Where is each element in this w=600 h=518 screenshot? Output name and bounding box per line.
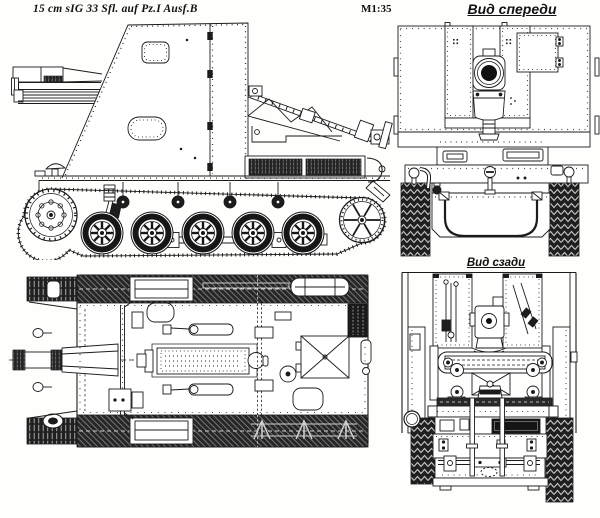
- drive-sprocket: [24, 188, 78, 242]
- shield-hinges: [207, 32, 213, 171]
- tow-hook: [365, 157, 391, 203]
- horn: [432, 185, 442, 195]
- gun-bore: [481, 65, 497, 81]
- elevation-gear-right: [512, 282, 539, 335]
- road-wheel: [182, 212, 224, 254]
- radiator: [347, 303, 368, 338]
- road-wheel: [131, 212, 173, 254]
- engine-grille: [248, 158, 303, 176]
- lower-hull: [431, 191, 551, 238]
- gun-sight: [484, 166, 496, 195]
- muffler: [290, 277, 350, 297]
- headlight-right: [563, 166, 575, 178]
- spare-roadwheel: [403, 410, 421, 428]
- notek-light: [550, 165, 564, 176]
- gun-shield: [61, 22, 249, 179]
- headlight-cover: [42, 413, 64, 429]
- headlight: [44, 163, 67, 177]
- track-right: [545, 417, 574, 503]
- seat: [146, 302, 175, 323]
- gun-mount-plan: [136, 343, 269, 378]
- tool-stowage: [202, 282, 290, 289]
- tow-hitch: [480, 467, 498, 477]
- gun-muzzle: [472, 48, 506, 141]
- jack-block: [46, 280, 61, 299]
- trail-frame: [247, 85, 393, 150]
- road-wheel: [232, 212, 274, 254]
- headlight: [32, 382, 44, 392]
- return-roller: [116, 195, 130, 209]
- platform-light: [427, 405, 559, 418]
- muffler: [491, 418, 541, 434]
- engine-vent-grid: [251, 419, 357, 440]
- engine-compartment: [274, 303, 372, 411]
- fittings: [408, 165, 575, 195]
- crew-equipment: [108, 302, 175, 412]
- inner-panels: [432, 273, 543, 349]
- running-gear: [16, 182, 387, 260]
- gun-barrel: [11, 66, 105, 104]
- recoil-cylinders: [162, 323, 234, 396]
- engine-grille: [305, 158, 362, 176]
- return-roller: [171, 195, 185, 209]
- jack-bars: [466, 397, 508, 477]
- headlight: [32, 328, 44, 338]
- rear-hull: [432, 433, 549, 491]
- gun-breech: [469, 296, 510, 355]
- top-view-drawing: [9, 274, 372, 448]
- road-wheel: [282, 212, 324, 254]
- shield-hatch-lower: [127, 116, 167, 141]
- tow-rope: [443, 200, 539, 238]
- road-wheel: [81, 212, 123, 254]
- shield-hatch-upper: [141, 41, 170, 64]
- rear-view-drawing: [401, 272, 578, 503]
- track-left: [400, 182, 431, 257]
- seat: [292, 387, 324, 411]
- bulkhead-lines: [254, 275, 274, 447]
- front-fenders: [28, 301, 86, 419]
- gun-pedestal: [482, 119, 496, 135]
- return-roller: [271, 195, 285, 209]
- gun-barrel-plan: [9, 343, 153, 377]
- return-roller: [223, 195, 237, 209]
- front-view-label: Вид спереди: [467, 1, 557, 17]
- elevation-gear-left: [441, 279, 459, 342]
- track-right: [548, 182, 580, 257]
- stowage-bins: [129, 276, 194, 445]
- shield-hatch: [516, 32, 564, 73]
- rear-view-label: Вид сзади: [466, 257, 526, 269]
- inner-panel-left: [444, 25, 474, 119]
- front-view-drawing: [393, 22, 600, 257]
- visor-right: [502, 148, 544, 162]
- ammo-box: [108, 388, 132, 412]
- drawing-title: 15 cm sIG 33 Sfl. auf Pz.I Ausf.B: [33, 3, 198, 15]
- track-left: [410, 417, 436, 485]
- engine-deck-rear: [430, 416, 548, 435]
- headlight-left: [408, 167, 420, 179]
- gun-mount: [429, 345, 553, 406]
- scale-label: M1:35: [361, 3, 392, 15]
- engine-deck: [244, 155, 366, 179]
- idler-wheel: [338, 196, 386, 244]
- side-view-drawing: [11, 22, 393, 260]
